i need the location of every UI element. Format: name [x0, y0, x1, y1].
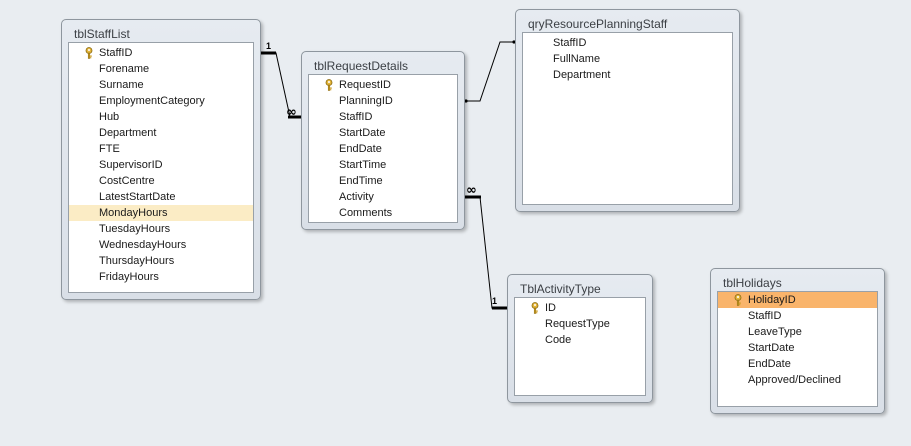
field-label: LeaveType — [748, 326, 802, 338]
field-label: EndTime — [339, 175, 383, 187]
key-icon — [733, 294, 743, 306]
field-label: FTE — [99, 143, 120, 155]
field-fullname[interactable]: FullName — [523, 51, 732, 67]
field-enddate[interactable]: EndDate — [718, 356, 877, 372]
field-label: StartDate — [339, 127, 386, 139]
field-label: StaffID — [553, 37, 587, 49]
field-costcentre[interactable]: CostCentre — [69, 173, 253, 189]
field-planningid[interactable]: PlanningID — [309, 93, 457, 109]
field-label: Department — [553, 69, 611, 81]
table-title: tblRequestDetails — [314, 59, 409, 73]
field-requesttype[interactable]: RequestType — [515, 316, 645, 332]
field-label: FridayHours — [99, 271, 159, 283]
field-label: Activity — [339, 191, 374, 203]
relationship-request-qry[interactable] — [465, 41, 515, 102]
field-label: RequestID — [339, 79, 391, 91]
field-label: PlanningID — [339, 95, 393, 107]
relationship-many-label: ∞ — [466, 183, 477, 198]
field-label: FullName — [553, 53, 601, 65]
field-staffid[interactable]: StaffID — [718, 308, 877, 324]
table-title: tblStaffList — [74, 27, 130, 41]
table-qryresourceplanningstaff[interactable]: qryResourcePlanningStaff StaffID FullName… — [515, 9, 740, 212]
field-employmentcategory[interactable]: EmploymentCategory — [69, 93, 253, 109]
field-thursdayhours[interactable]: ThursdayHours — [69, 253, 253, 269]
field-mondayhours[interactable]: MondayHours — [69, 205, 253, 221]
field-requestid[interactable]: RequestID — [309, 77, 457, 93]
field-label: StaffID — [748, 310, 782, 322]
field-label: Forename — [99, 63, 150, 75]
field-staffid[interactable]: StaffID — [523, 35, 732, 51]
field-id[interactable]: ID — [515, 300, 645, 316]
field-comments[interactable]: Comments — [309, 205, 457, 221]
table-title: tblHolidays — [723, 276, 782, 290]
field-starttime[interactable]: StartTime — [309, 157, 457, 173]
field-enddate[interactable]: EndDate — [309, 141, 457, 157]
field-label: ThursdayHours — [99, 255, 175, 267]
field-label: Surname — [99, 79, 144, 91]
field-activity[interactable]: Activity — [309, 189, 457, 205]
field-label: StaffID — [99, 47, 133, 59]
key-icon — [84, 47, 94, 59]
field-label: Comments — [339, 207, 393, 219]
field-staffid[interactable]: StaffID — [69, 45, 253, 61]
field-label: LatestStartDate — [99, 191, 176, 203]
field-leavetype[interactable]: LeaveType — [718, 324, 877, 340]
field-code[interactable]: Code — [515, 332, 645, 348]
field-label: SupervisorID — [99, 159, 163, 171]
field-fte[interactable]: FTE — [69, 141, 253, 157]
field-label: TuesdayHours — [99, 223, 171, 235]
field-label: StaffID — [339, 111, 373, 123]
table-title: qryResourcePlanningStaff — [528, 17, 668, 31]
field-label: Department — [99, 127, 157, 139]
field-label: CostCentre — [99, 175, 155, 187]
field-endtime[interactable]: EndTime — [309, 173, 457, 189]
field-tuesdayhours[interactable]: TuesdayHours — [69, 221, 253, 237]
field-label: EndDate — [339, 143, 382, 155]
field-approved-declined[interactable]: Approved/Declined — [718, 372, 877, 388]
field-surname[interactable]: Surname — [69, 77, 253, 93]
field-label: WednesdayHours — [99, 239, 187, 251]
field-department[interactable]: Department — [69, 125, 253, 141]
field-label: StartDate — [748, 342, 795, 354]
field-hub[interactable]: Hub — [69, 109, 253, 125]
table-tblrequestdetails[interactable]: tblRequestDetails RequestID PlanningID Sta… — [301, 51, 465, 230]
field-label: Hub — [99, 111, 120, 123]
field-startdate[interactable]: StartDate — [718, 340, 877, 356]
field-label: MondayHours — [99, 207, 168, 219]
field-label: ID — [545, 302, 556, 314]
field-label: HolidayID — [748, 294, 796, 306]
field-supervisorid[interactable]: SupervisorID — [69, 157, 253, 173]
relationship-one-label: 1 — [266, 41, 271, 51]
field-staffid[interactable]: StaffID — [309, 109, 457, 125]
key-icon — [530, 302, 540, 314]
field-holidayid[interactable]: HolidayID — [718, 292, 877, 308]
field-label: Approved/Declined — [748, 374, 841, 386]
field-label: EmploymentCategory — [99, 95, 205, 107]
field-wednesdayhours[interactable]: WednesdayHours — [69, 237, 253, 253]
field-startdate[interactable]: StartDate — [309, 125, 457, 141]
field-lateststartdate[interactable]: LatestStartDate — [69, 189, 253, 205]
relationship-activity-request[interactable] — [465, 196, 507, 309]
relationship-many-label: ∞ — [286, 105, 297, 120]
key-icon — [324, 79, 334, 91]
relationship-one-label: 1 — [492, 296, 497, 306]
field-forename[interactable]: Forename — [69, 61, 253, 77]
field-label: EndDate — [748, 358, 791, 370]
table-title: TblActivityType — [520, 282, 601, 296]
field-department[interactable]: Department — [523, 67, 732, 83]
field-label: StartTime — [339, 159, 387, 171]
field-label: RequestType — [545, 318, 610, 330]
field-fridayhours[interactable]: FridayHours — [69, 269, 253, 285]
field-label: Code — [545, 334, 572, 346]
